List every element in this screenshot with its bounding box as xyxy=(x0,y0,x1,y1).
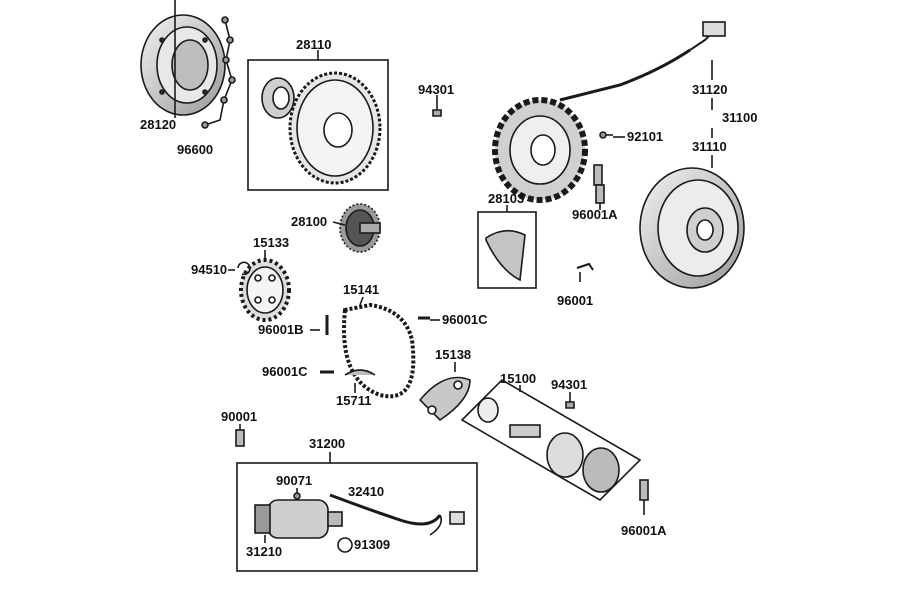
chain-guide-part xyxy=(485,229,526,282)
rotor-part xyxy=(639,167,745,289)
part-label-96001: 96001 xyxy=(557,293,594,308)
part-label-15711: 15711 xyxy=(336,393,372,408)
part-label-31120: 31120 xyxy=(692,82,728,97)
bolt-part xyxy=(599,131,607,139)
part-label-28103: 28103 xyxy=(488,191,525,206)
part-label-96001B: 96001B xyxy=(258,322,304,337)
part-label-31210: 31210 xyxy=(246,544,283,559)
circlip-part xyxy=(237,261,251,276)
starter-motor-part xyxy=(254,499,343,539)
part-label-31100: 31100 xyxy=(722,110,758,125)
part-label-96001A-lower: 96001A xyxy=(621,523,667,538)
part-label-94510: 94510 xyxy=(191,262,228,277)
part-label-15133: 15133 xyxy=(253,235,290,250)
part-label-31200: 31200 xyxy=(309,436,346,451)
part-label-32410: 32410 xyxy=(348,484,385,499)
part-label-28100: 28100 xyxy=(291,214,328,229)
drive-chain-part xyxy=(342,302,416,399)
part-label-90071: 90071 xyxy=(276,473,313,488)
part-label-96001C-lower: 96001C xyxy=(262,364,308,379)
bolt-part xyxy=(639,479,649,501)
bolt-set-part xyxy=(201,16,236,129)
stator-part xyxy=(492,21,726,203)
part-label-94301-lower: 94301 xyxy=(551,377,588,392)
o-ring-part xyxy=(337,537,353,553)
bearing-part xyxy=(261,77,295,119)
flywheel-ring-part xyxy=(140,14,226,116)
tensioner-arm-part xyxy=(344,369,376,376)
part-label-91309: 91309 xyxy=(354,537,391,552)
bolt-part xyxy=(293,492,301,500)
bolt-set-part xyxy=(593,164,605,204)
starter-cable-part xyxy=(329,493,465,536)
starter-motor-group-box xyxy=(236,462,478,572)
tensioner-part xyxy=(418,376,471,422)
bolt-part xyxy=(432,109,442,117)
part-label-96600: 96600 xyxy=(177,142,214,157)
part-label-28110: 28110 xyxy=(296,37,332,52)
part-label-15141: 15141 xyxy=(343,282,380,297)
part-label-92101: 92101 xyxy=(627,129,664,144)
part-label-96001C-upper: 96001C xyxy=(442,312,488,327)
starter-clutch-part xyxy=(477,397,620,493)
part-label-31110: 31110 xyxy=(692,139,727,154)
part-label-90001: 90001 xyxy=(221,409,258,424)
bolt-part xyxy=(235,429,245,447)
part-label-94301-top: 94301 xyxy=(418,82,455,97)
part-label-15100: 15100 xyxy=(500,371,537,386)
one-way-clutch-part xyxy=(339,203,381,253)
bolt-part xyxy=(565,401,575,409)
part-label-28120: 28120 xyxy=(140,117,177,132)
part-label-96001A-top: 96001A xyxy=(572,207,618,222)
sprocket-part xyxy=(239,258,291,322)
starter-gear-part xyxy=(288,71,382,185)
part-label-15138: 15138 xyxy=(435,347,472,362)
